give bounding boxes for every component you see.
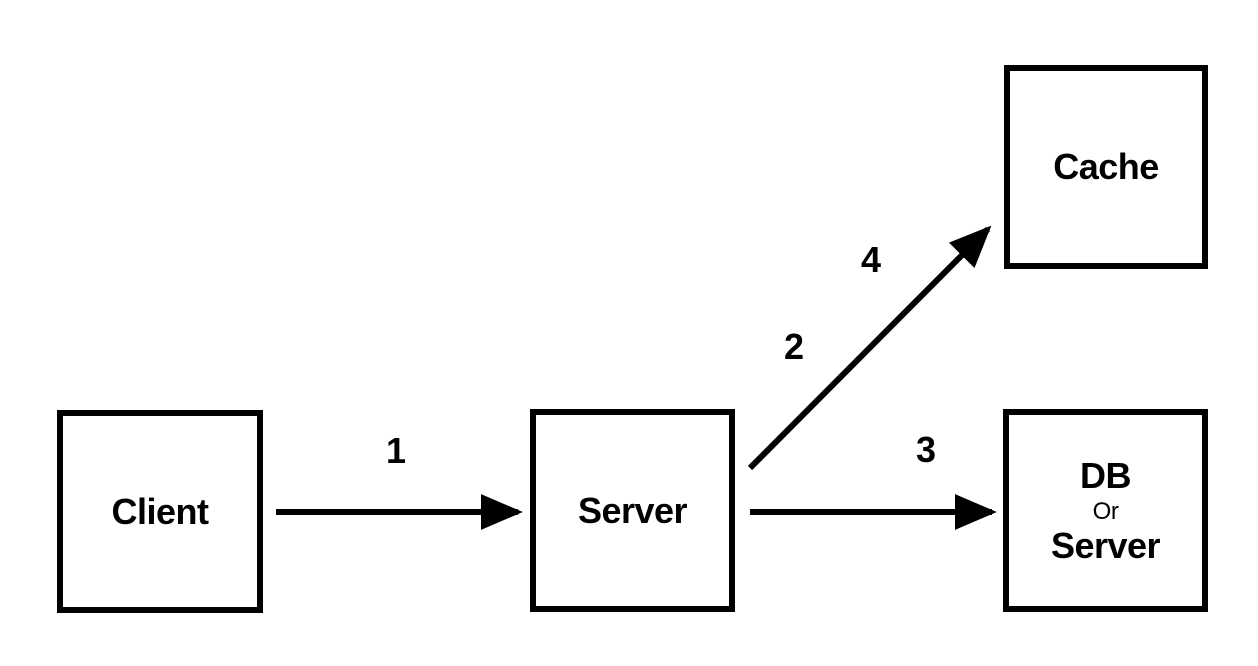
edge-label-1: 1 <box>385 430 407 471</box>
edge-label-4: 4 <box>860 239 882 280</box>
node-db-label-primary: DB <box>1080 454 1132 496</box>
node-db-label-or: Or <box>1092 497 1119 525</box>
node-server-label: Server <box>577 489 688 531</box>
node-client[interactable]: Client <box>57 410 263 613</box>
edge-server-cache-line <box>747 225 992 471</box>
node-cache-label: Cache <box>1053 146 1159 187</box>
node-server[interactable]: Server <box>530 409 735 612</box>
node-cache[interactable]: Cache <box>1004 65 1208 269</box>
node-db-label-secondary: Server <box>1050 524 1161 566</box>
node-db[interactable]: DB Or Server <box>1003 409 1208 612</box>
edge-label-3: 3 <box>915 429 937 470</box>
node-client-label: Client <box>111 490 209 532</box>
edge-label-2: 2 <box>783 326 805 367</box>
